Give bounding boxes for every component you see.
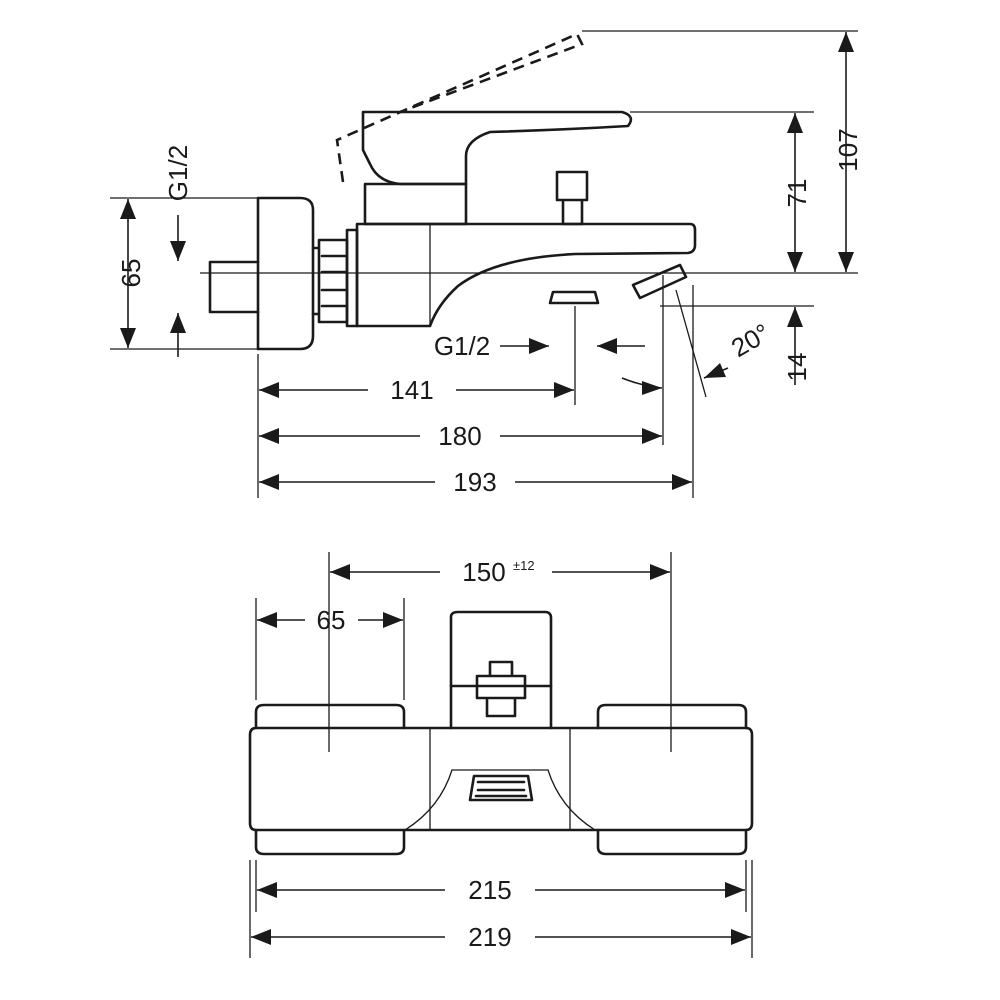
spout-outlet-nut bbox=[548, 290, 600, 305]
aerator-top bbox=[468, 774, 534, 802]
mixer-body bbox=[355, 222, 697, 328]
lever-top bbox=[449, 610, 553, 688]
top-view-dimensions bbox=[251, 564, 751, 945]
inlet-nut bbox=[311, 238, 349, 324]
label-g12-inlet: G1/2 bbox=[163, 145, 193, 201]
side-view-extension-lines bbox=[110, 30, 858, 498]
label-width-65: 65 bbox=[317, 605, 346, 635]
right-escutcheon-lower bbox=[596, 828, 748, 856]
wall-escutcheon bbox=[256, 196, 315, 351]
left-escutcheon bbox=[254, 703, 406, 730]
main-body-top bbox=[248, 726, 754, 832]
spray-angle-line bbox=[675, 289, 707, 398]
spout-aerator bbox=[631, 263, 688, 300]
lever-stem bbox=[449, 684, 553, 730]
top-view: 150 ±12 65 215 219 bbox=[248, 552, 754, 958]
label-length-141: 141 bbox=[390, 375, 433, 405]
label-g12-outlet: G1/2 bbox=[434, 331, 490, 361]
spout-profile bbox=[404, 769, 596, 831]
label-spacing-150: 150 bbox=[462, 557, 505, 587]
label-height-14: 14 bbox=[782, 353, 812, 382]
label-length-180: 180 bbox=[438, 421, 481, 451]
diverter-top bbox=[475, 660, 527, 718]
label-height-107: 107 bbox=[833, 128, 863, 171]
side-view: G1/2 65 107 71 14 20° G1/2 141 180 193 bbox=[110, 30, 863, 498]
diverter-knob bbox=[555, 170, 589, 226]
connector-flange bbox=[345, 228, 359, 328]
label-width-215: 215 bbox=[468, 875, 511, 905]
side-view-faucet bbox=[208, 32, 697, 351]
label-width-219: 219 bbox=[468, 922, 511, 952]
label-height-65: 65 bbox=[116, 259, 146, 288]
body-top-seams bbox=[429, 728, 571, 830]
label-angle-20: 20° bbox=[726, 317, 775, 363]
lever-open-position bbox=[335, 32, 584, 183]
right-escutcheon bbox=[596, 703, 748, 730]
left-escutcheon-lower bbox=[254, 828, 406, 856]
label-length-193: 193 bbox=[453, 467, 496, 497]
label-height-71: 71 bbox=[782, 179, 812, 208]
top-view-faucet bbox=[248, 610, 754, 856]
side-view-dimensions bbox=[120, 32, 854, 490]
inlet-pipe bbox=[208, 260, 260, 314]
lever-base bbox=[363, 182, 468, 226]
top-view-extension-lines bbox=[249, 552, 753, 958]
label-spacing-tolerance: ±12 bbox=[513, 558, 535, 573]
lever-handle bbox=[361, 110, 633, 186]
top-view-labels: 150 ±12 65 215 219 bbox=[317, 557, 535, 952]
